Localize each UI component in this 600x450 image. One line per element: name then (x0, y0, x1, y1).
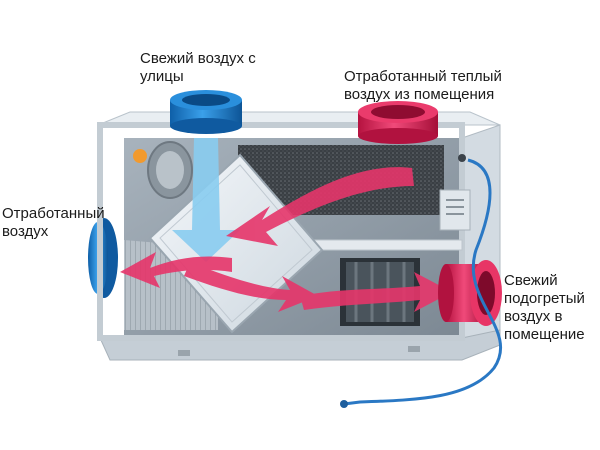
label-line: Отработанный (2, 205, 105, 222)
warm-airflow-arrows (120, 167, 452, 312)
foot (408, 346, 420, 352)
foot (178, 350, 190, 356)
label-line: подогретый (504, 290, 585, 307)
label-line: Свежий воздух с (140, 50, 256, 67)
warm-exhaust-intake-duct (358, 101, 438, 144)
label-line: Свежий (504, 272, 558, 289)
cable-plug (340, 400, 348, 408)
label-line: воздух (2, 223, 49, 240)
label-exhaust-air: Отработанный воздух (2, 205, 105, 241)
control-box (439, 154, 471, 231)
label-line: помещение (504, 326, 585, 343)
fan-motor (133, 141, 193, 199)
label-line: воздух в (504, 308, 563, 325)
label-line: воздух из помещения (344, 86, 495, 103)
label-warm-exhaust-air: Отработанный теплый воздух из помещения (344, 68, 502, 104)
divider-shelf (311, 239, 463, 251)
heated-supply-duct (438, 260, 502, 326)
fresh-air-intake-duct (170, 90, 242, 134)
label-line: улицы (140, 68, 184, 85)
power-cable (343, 158, 502, 406)
label-heated-fresh-air: Свежий подогретый воздух в помещение (504, 272, 585, 344)
label-line: Отработанный теплый (344, 68, 502, 85)
indicator-light (133, 149, 147, 163)
label-fresh-outside-air: Свежий воздух с улицы (140, 50, 256, 86)
cold-airflow-arrows (172, 138, 240, 262)
